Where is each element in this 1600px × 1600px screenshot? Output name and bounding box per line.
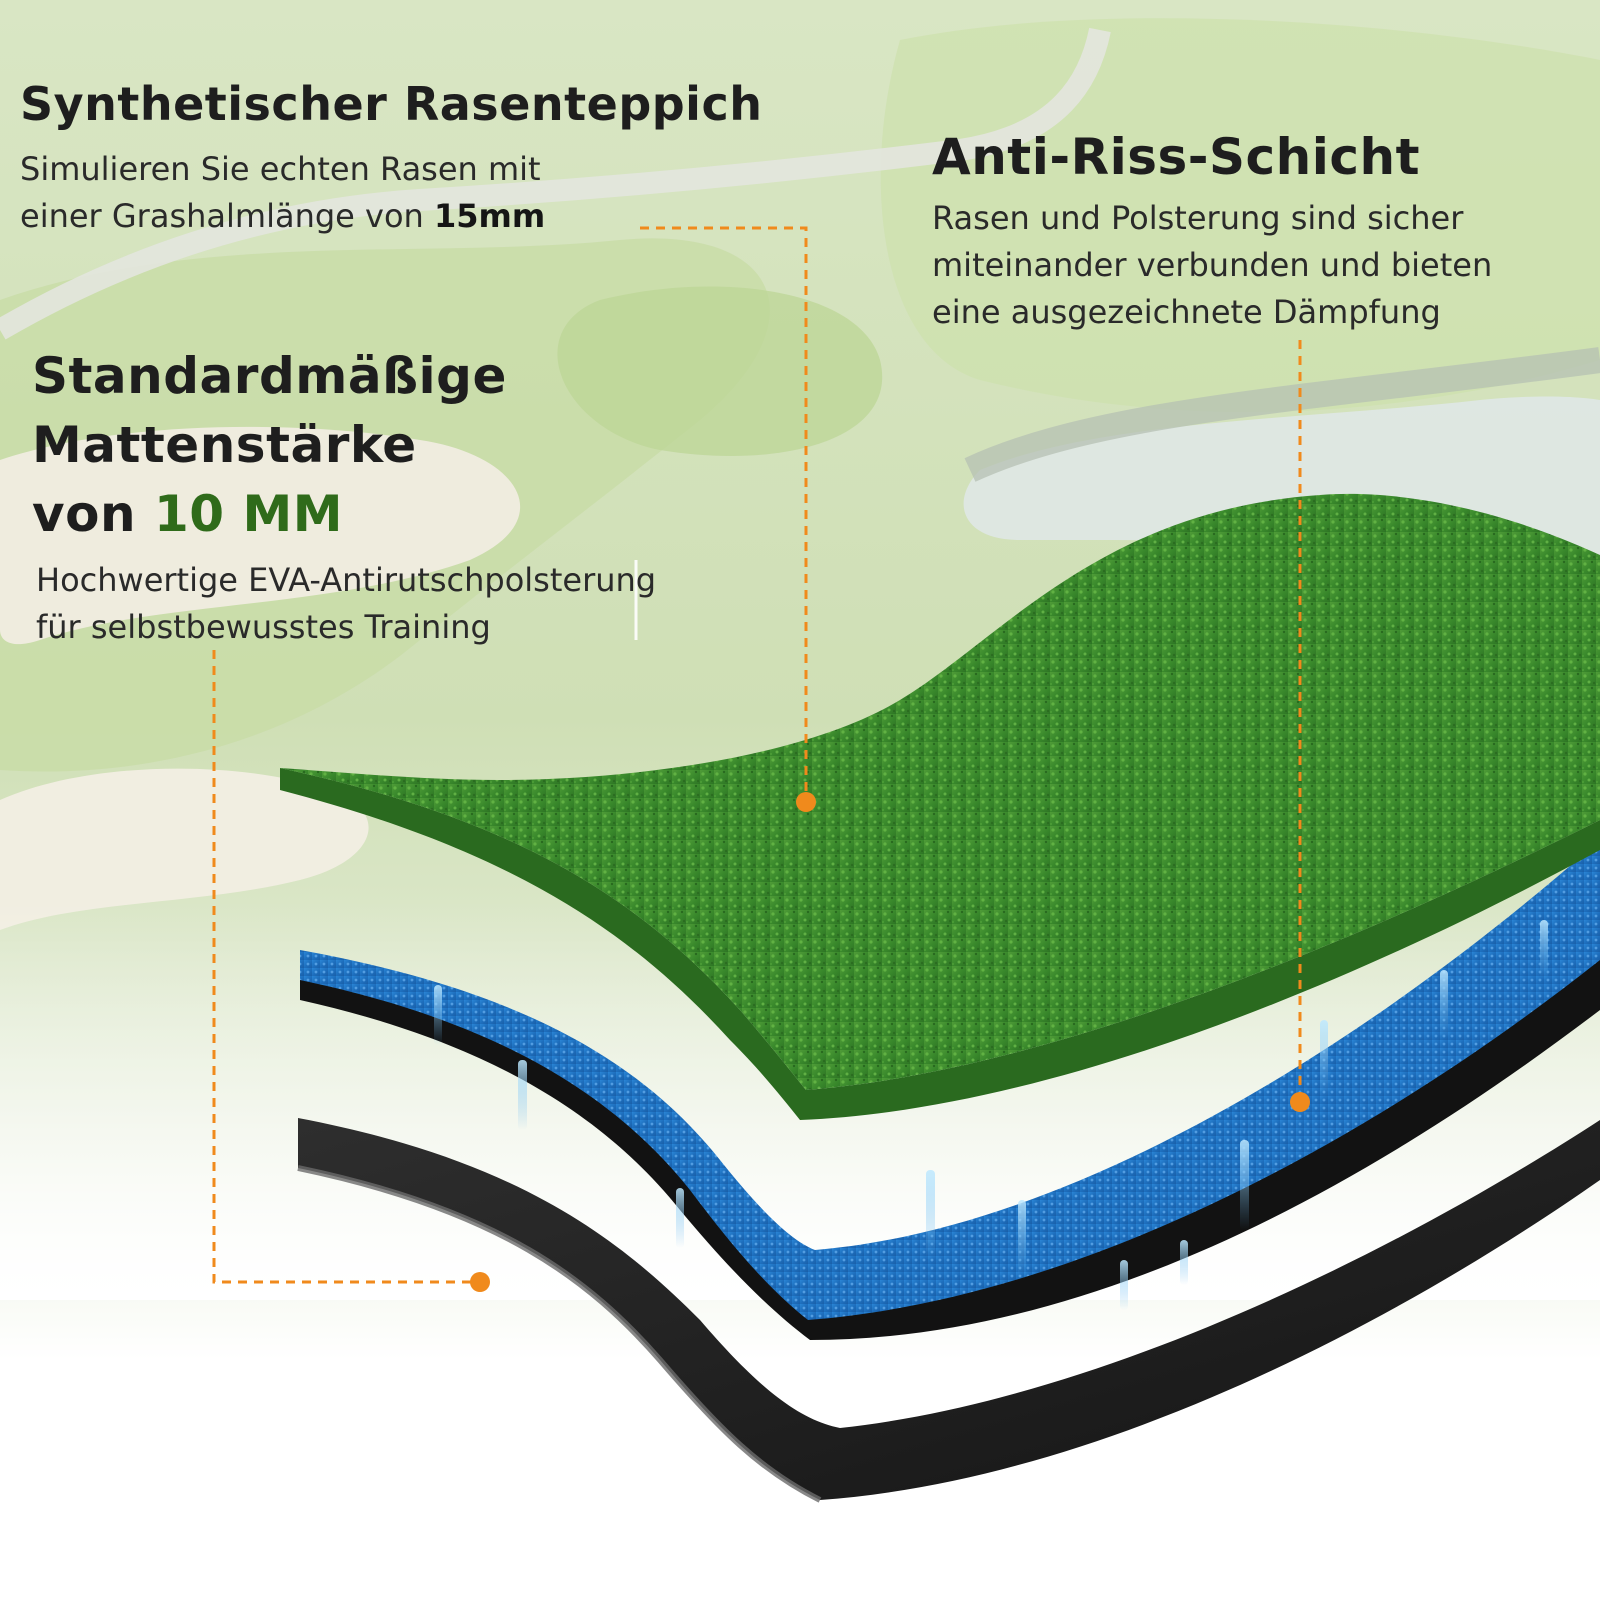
feature-thickness-title-line2: Mattenstärke [32,416,417,474]
feature-turf-line1: Simulieren Sie echten Rasen mit [20,149,541,188]
feature-thickness-description: Hochwertige EVA-Antirutschpolsterung für… [36,557,832,652]
cart-path [0,27,1111,340]
feature-anti-tear-line2: miteinander verbunden und bieten [932,245,1493,284]
callout-dot-turf [796,792,816,812]
rubber-edge-highlight [297,1165,822,1503]
turf-top-surface [280,493,1600,1090]
feature-anti-tear-title: Anti-Riss-Schicht [932,128,1421,186]
sand-bunker-2 [0,768,369,930]
feature-thickness-title-line3: von [32,485,154,543]
feature-thickness-title: Standardmäßige Mattenstärke von 10 MM [32,342,832,549]
thickness-value: 10 MM [153,485,343,543]
turf-edge [280,768,1600,1120]
callout-dot-thickness [470,1272,490,1292]
foam-top-surface [300,840,1600,1320]
grass-length-value: 15mm [433,196,546,235]
feature-turf-description: Simulieren Sie echten Rasen mit einer Gr… [20,146,900,241]
feature-thickness-title-line1: Standardmäßige [32,347,507,405]
callout-lines [212,226,1302,1284]
callout-line-thickness [212,650,478,1284]
feature-thickness-line1: Hochwertige EVA-Antirutschpolsterung [36,561,657,599]
mat-layers [280,493,1600,1503]
callout-dot-anti-tear [1290,1092,1310,1112]
pond-edge [964,347,1600,482]
feature-thickness-line2: für selbstbewusstes Training [36,608,491,647]
feature-anti-tear: Anti-Riss-Schicht Rasen und Polsterung s… [932,126,1600,337]
feature-anti-tear-description: Rasen und Polsterung sind sicher miteina… [932,195,1600,337]
callout-line-turf [640,226,808,800]
feature-turf-title: Synthetischer Rasenteppich [20,77,763,131]
foam-glow-pillars [434,920,1548,1310]
feature-anti-tear-line3: eine ausgezeichnete Dämpfung [932,293,1441,332]
putting-green [557,286,883,456]
callout-dots [470,792,1310,1292]
rubber-base-layer [298,1118,1600,1500]
sand-bunker-1 [0,426,521,645]
feature-thickness: Standardmäßige Mattenstärke von 10 MM Ho… [32,342,832,652]
feature-turf-line2: einer Grashalmlänge von [20,196,434,235]
feature-turf: Synthetischer Rasenteppich Simulieren Si… [20,76,900,240]
feature-anti-tear-line1: Rasen und Polsterung sind sicher [932,198,1464,237]
